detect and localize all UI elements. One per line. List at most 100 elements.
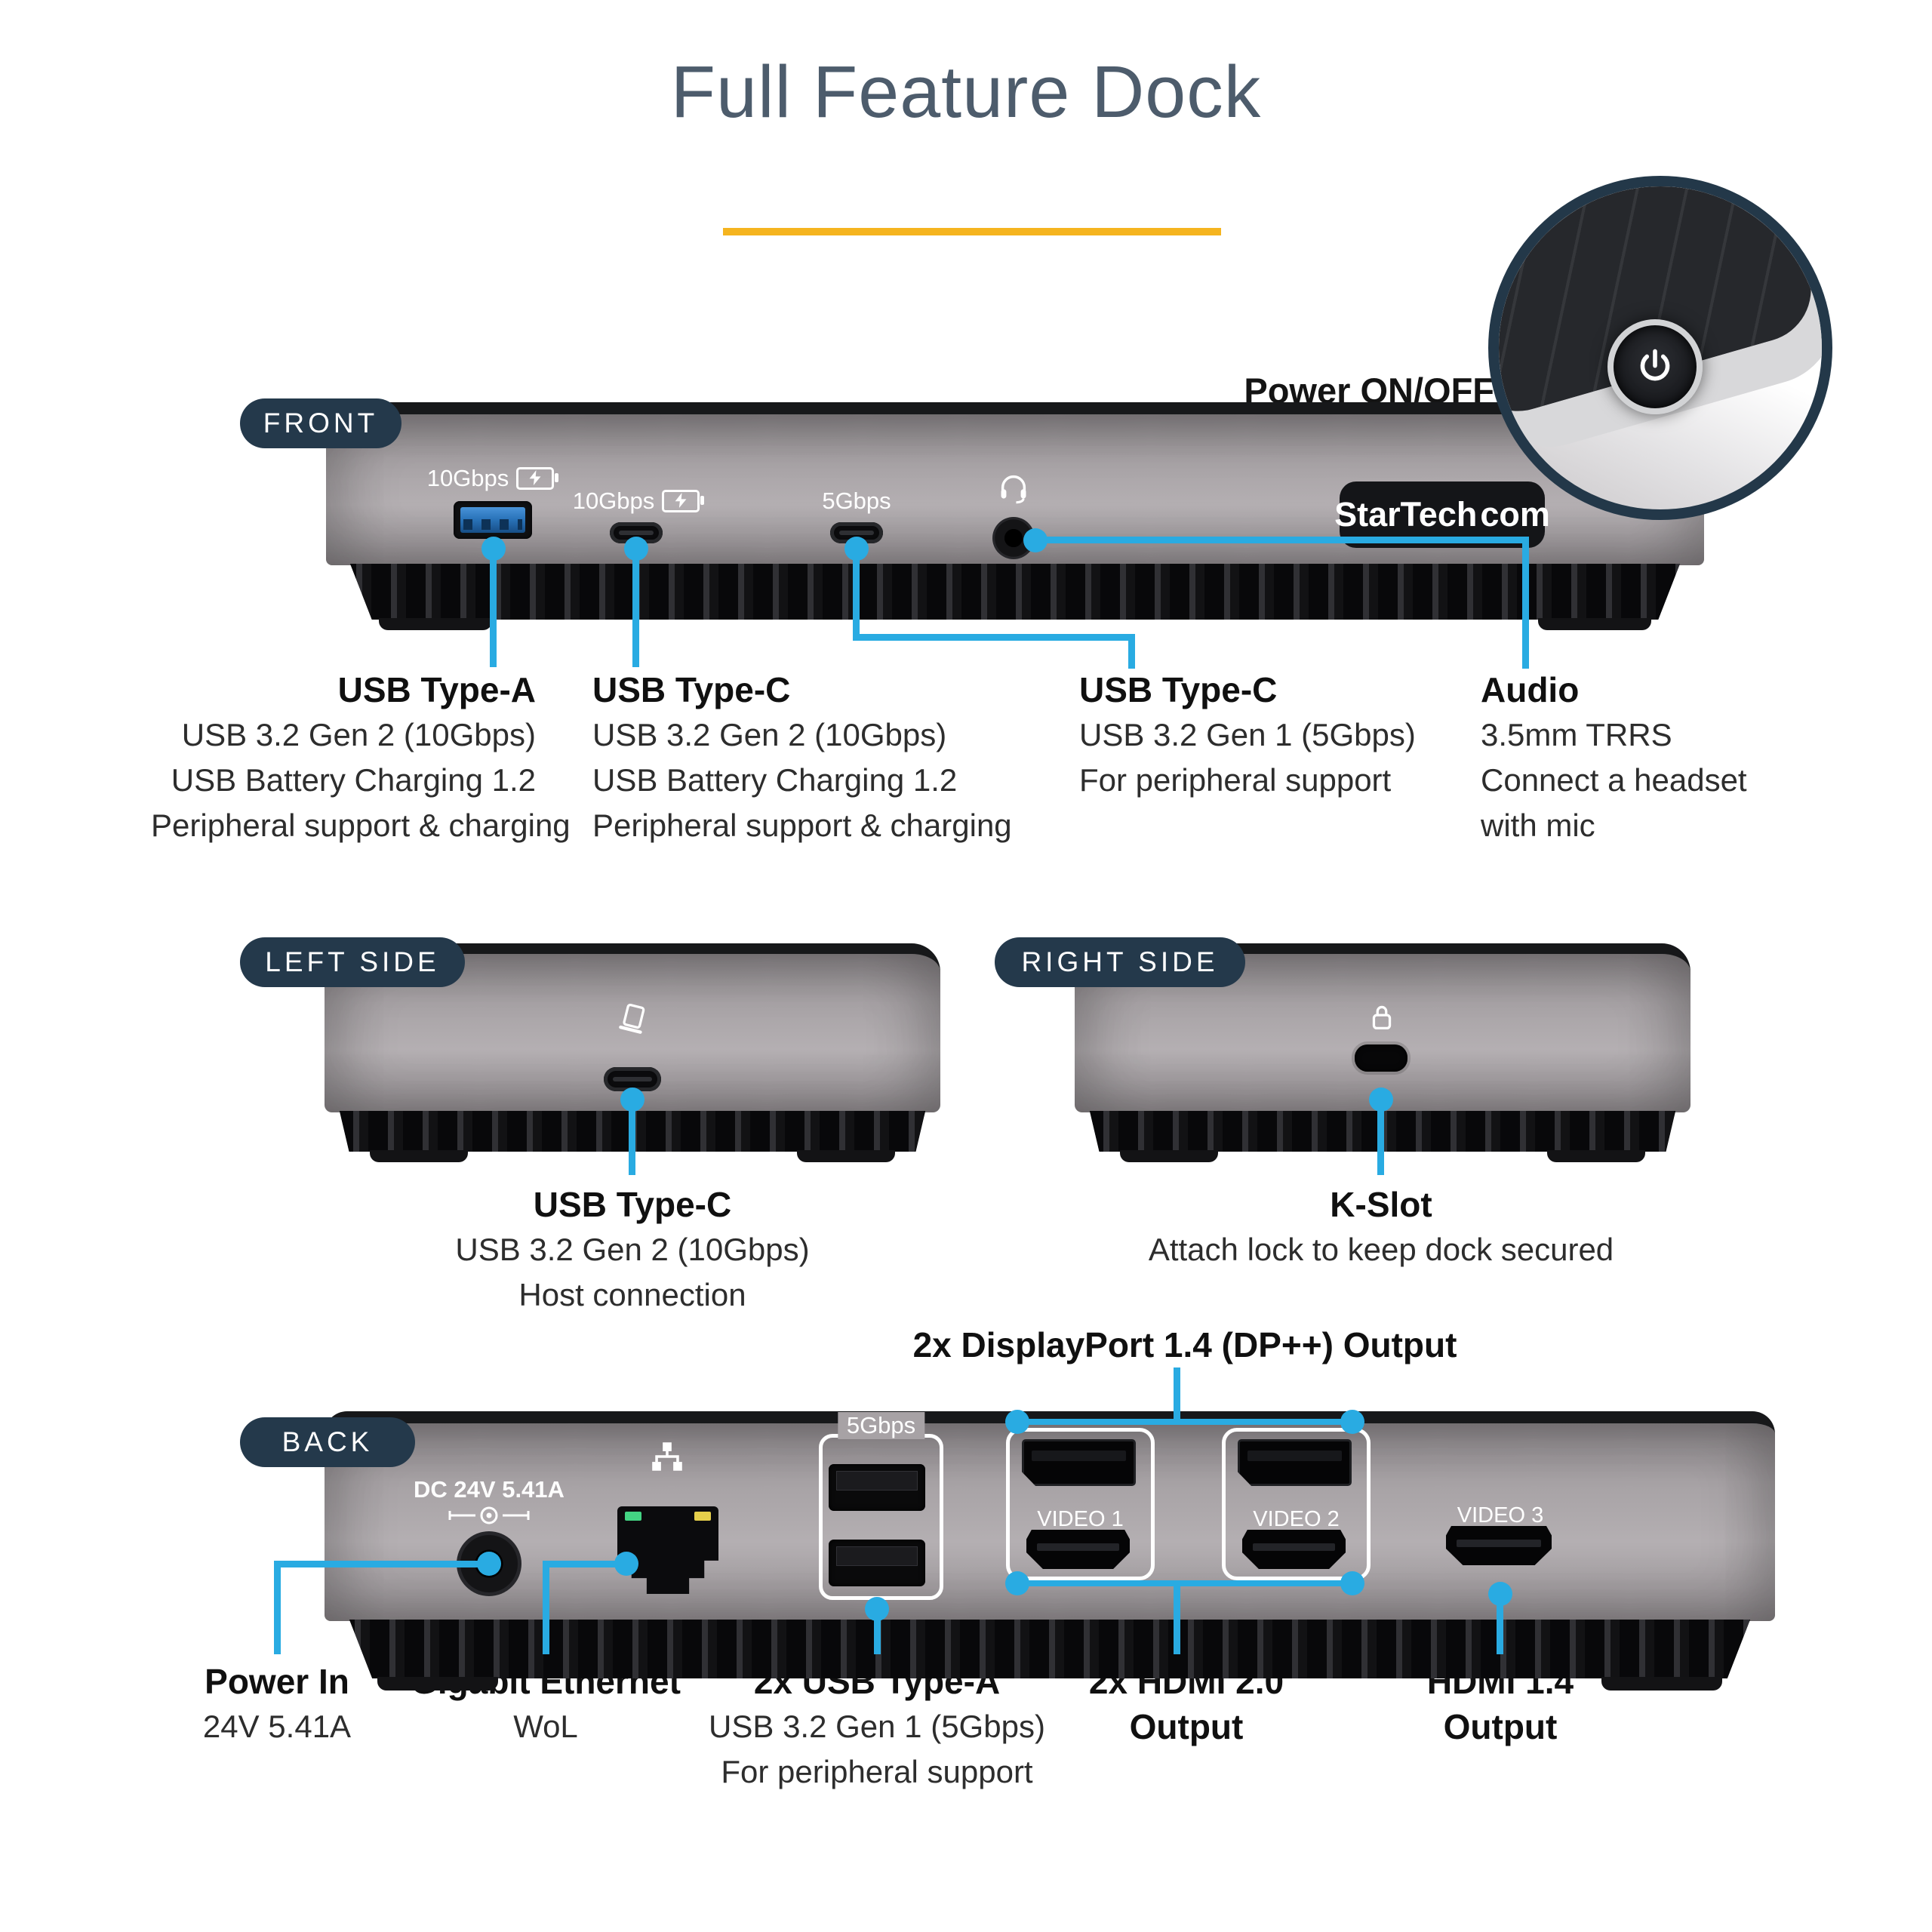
usb-a-port	[454, 501, 532, 539]
usb-c-host-port	[604, 1067, 661, 1091]
callout-host-line: Host connection	[518, 1277, 746, 1312]
callout-line-usb-back	[874, 1606, 881, 1654]
ethernet-led-green	[625, 1512, 641, 1521]
dock-back-view: DC 24V 5.41A 5Gbps	[325, 1411, 1775, 1700]
callout-usb-c2: USB Type-C USB 3.2 Gen 1 (5Gbps) For per…	[1079, 667, 1457, 803]
power-button	[1607, 319, 1703, 414]
callout-kslot-line: Attach lock to keep dock secured	[1148, 1232, 1614, 1267]
back-usb-speed-text: 5Gbps	[846, 1412, 916, 1438]
hdmi-1_4-port	[1446, 1526, 1552, 1565]
video2-text: VIDEO 2	[1253, 1507, 1340, 1531]
callout-usb-back-line: USB 3.2 Gen 1 (5Gbps)	[709, 1709, 1045, 1744]
back-usb-speed-marking: 5Gbps	[837, 1412, 925, 1439]
video1-marking: VIDEO 1	[1010, 1507, 1151, 1532]
callout-audio-line: with mic	[1481, 808, 1595, 843]
usb-a-back-port-1	[829, 1464, 925, 1511]
usb-c1-speed-text: 10Gbps	[572, 488, 655, 514]
hdmi-bracket-dot-left	[1005, 1571, 1029, 1595]
battery-charging-icon	[516, 467, 559, 490]
hdmi-bracket-line	[1011, 1580, 1359, 1586]
right-side-section-tag-label: RIGHT SIDE	[1021, 946, 1219, 977]
callout-usb-a-line: Peripheral support & charging	[151, 808, 571, 843]
back-section-tag: BACK	[240, 1417, 415, 1467]
usb-a-speed-marking: 10Gbps	[392, 465, 589, 492]
callout-line-usb-a	[490, 545, 497, 667]
callout-line-usb-c2-v1	[853, 545, 860, 641]
callout-displayport: 2x DisplayPort 1.4 (DP++) Output	[808, 1322, 1562, 1367]
front-section-tag: FRONT	[240, 398, 401, 448]
logo-text-suffix: com	[1480, 495, 1550, 534]
callout-power-in: Power In 24V 5.41A	[126, 1659, 428, 1749]
displayport-1	[1022, 1439, 1136, 1486]
callout-usb-back-line: For peripheral support	[721, 1754, 1033, 1789]
power-icon	[1640, 349, 1670, 381]
displayport-2	[1238, 1439, 1352, 1486]
k-slot-port	[1355, 1044, 1407, 1072]
callout-host: USB Type-C USB 3.2 Gen 2 (10Gbps) Host c…	[383, 1182, 881, 1318]
callout-usb-c1-line: USB Battery Charging 1.2	[592, 762, 958, 798]
page-title: Full Feature Dock	[670, 51, 1262, 133]
callout-usb-a: USB Type-A USB 3.2 Gen 2 (10Gbps) USB Ba…	[151, 667, 571, 848]
logo-text-main: StarTech	[1334, 495, 1478, 534]
dc-rating-marking: DC 24V 5.41A	[368, 1476, 610, 1503]
callout-line-audio-h	[1035, 537, 1529, 543]
video2-marking: VIDEO 2	[1226, 1507, 1367, 1532]
dp-bracket-dot-left	[1005, 1410, 1029, 1434]
callout-line-audio-v	[1522, 537, 1529, 669]
hdmi-2_0-port-2	[1242, 1530, 1346, 1569]
ethernet-led-yellow	[694, 1512, 711, 1521]
ethernet-icon	[652, 1442, 682, 1471]
callout-usb-a-line: USB 3.2 Gen 2 (10Gbps)	[181, 717, 536, 752]
callout-line-ethernet-h	[546, 1561, 626, 1567]
callout-host-heading: USB Type-C	[533, 1185, 732, 1224]
dock-foot	[379, 618, 492, 630]
callout-line-kslot	[1377, 1097, 1384, 1175]
video2-bracket: VIDEO 2	[1222, 1428, 1371, 1580]
callout-audio: Audio 3.5mm TRRS Connect a headset with …	[1481, 667, 1873, 848]
dp-bracket-dot-right	[1340, 1410, 1364, 1434]
dp-bracket-line	[1011, 1419, 1359, 1425]
callout-audio-line: 3.5mm TRRS	[1481, 717, 1672, 752]
callout-line-ethernet-v	[543, 1561, 549, 1654]
usb-c1-speed-marking: 10Gbps	[538, 488, 734, 515]
hdmi-bracket-dot-right	[1340, 1571, 1364, 1595]
laptop-host-icon	[619, 1003, 645, 1034]
callout-usb-a-heading: USB Type-A	[337, 670, 536, 709]
video1-bracket: VIDEO 1	[1006, 1428, 1155, 1580]
callout-line-dp-stub	[1174, 1367, 1180, 1420]
callout-host-line: USB 3.2 Gen 2 (10Gbps)	[455, 1232, 810, 1267]
usb-c2-speed-marking: 5Gbps	[758, 488, 955, 515]
callout-line-hdmi2	[1174, 1585, 1180, 1654]
dock-foot	[377, 1677, 498, 1690]
callout-power-in-line: 24V 5.41A	[202, 1709, 352, 1744]
callout-ethernet-line: WoL	[513, 1709, 578, 1744]
callout-line-hdmi14	[1497, 1591, 1503, 1654]
video3-marking: VIDEO 3	[1425, 1503, 1576, 1528]
callout-line-usb-c1	[632, 545, 639, 667]
callout-power-in-heading: Power In	[205, 1662, 349, 1701]
dock-front-vents	[349, 564, 1681, 620]
dock-back-vents	[349, 1620, 1751, 1678]
usb-a-speed-text: 10Gbps	[426, 465, 509, 491]
callout-usb-c1-line: Peripheral support & charging	[592, 808, 1012, 843]
dc-rating-text: DC 24V 5.41A	[414, 1476, 565, 1503]
callout-usb-c2-line: USB 3.2 Gen 1 (5Gbps)	[1079, 717, 1416, 752]
callout-kslot-heading: K-Slot	[1330, 1185, 1432, 1224]
dc-polarity-icon	[448, 1506, 530, 1524]
right-side-section-tag: RIGHT SIDE	[995, 937, 1245, 987]
dock-foot	[370, 1150, 468, 1162]
callout-hdmi14-line: Output	[1443, 1707, 1558, 1746]
headset-icon	[1001, 475, 1026, 504]
hdmi-2_0-port-1	[1026, 1530, 1130, 1569]
callout-usb-c2-line: For peripheral support	[1079, 762, 1392, 798]
dock-foot	[1601, 1677, 1722, 1690]
usb-5gbps-bracket: 5Gbps	[819, 1412, 943, 1600]
left-side-section-tag: LEFT SIDE	[240, 937, 465, 987]
front-section-tag-label: FRONT	[263, 408, 379, 438]
callout-usb-c1-line: USB 3.2 Gen 2 (10Gbps)	[592, 717, 947, 752]
callout-kslot: K-Slot Attach lock to keep dock secured	[1117, 1182, 1645, 1272]
video1-text: VIDEO 1	[1037, 1507, 1124, 1531]
callout-usb-c2-heading: USB Type-C	[1079, 670, 1278, 709]
usb-c2-speed-text: 5Gbps	[822, 488, 891, 514]
